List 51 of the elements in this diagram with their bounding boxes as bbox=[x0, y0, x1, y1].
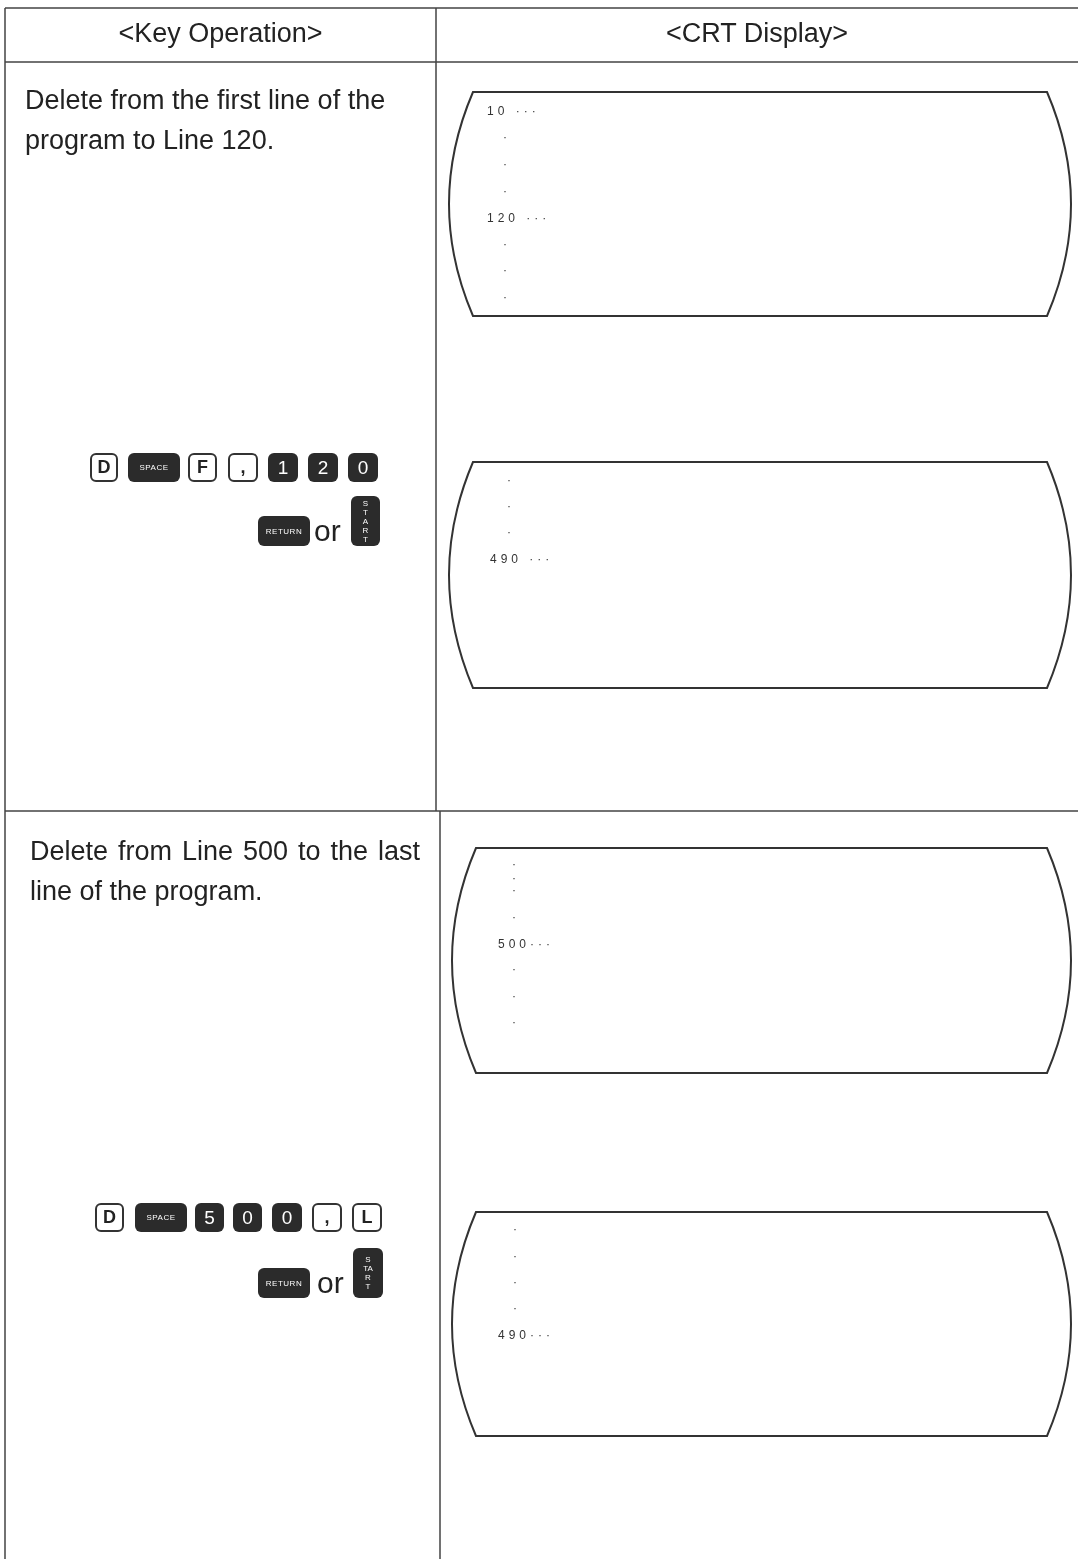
instruction-text: Delete from the first line of the program to Line 120. bbox=[25, 84, 387, 157]
keyboard-key: F bbox=[188, 453, 217, 482]
screen-text: · bbox=[512, 988, 520, 1004]
screen-text: 120 ··· bbox=[487, 210, 551, 226]
keyboard-key: START bbox=[351, 496, 380, 546]
screen-text: · bbox=[503, 262, 511, 278]
screen-text: · bbox=[512, 961, 520, 977]
keyboard-key: D bbox=[95, 1203, 124, 1232]
crt-screen bbox=[450, 846, 1073, 1075]
screen-text: 10 ··· bbox=[487, 103, 540, 119]
keyboard-key: 0 bbox=[348, 453, 378, 482]
keyboard-key: 0 bbox=[233, 1203, 262, 1232]
screen-text: · bbox=[512, 1014, 520, 1030]
keyboard-key: , bbox=[312, 1203, 342, 1232]
screen-text: · bbox=[513, 1274, 521, 1290]
screen-text: · bbox=[513, 1248, 521, 1264]
keyboard-key: SPACE bbox=[135, 1203, 187, 1232]
screen-text: · bbox=[513, 1300, 521, 1316]
screen-text: · bbox=[503, 156, 511, 172]
keyboard-key: RETURN bbox=[258, 516, 310, 546]
screen-text: 490··· bbox=[498, 1327, 554, 1343]
screen-text: · bbox=[503, 183, 511, 199]
instruction-text: Delete from Line 500 to the last line of the program. bbox=[30, 835, 420, 908]
column-header: <CRT Display> bbox=[664, 18, 850, 49]
keyboard-key: D bbox=[90, 453, 118, 482]
screen-text: 500··· bbox=[498, 936, 554, 952]
crt-screen bbox=[447, 460, 1073, 690]
screen-text: · bbox=[503, 289, 511, 305]
screen-text: · bbox=[503, 236, 511, 252]
screen-text: · bbox=[512, 909, 520, 925]
screen-text: · bbox=[512, 856, 520, 872]
keyboard-key: , bbox=[228, 453, 258, 482]
keyboard-key: 5 bbox=[195, 1203, 224, 1232]
screen-text: · bbox=[507, 498, 515, 514]
keyboard-key: L bbox=[352, 1203, 382, 1232]
screen-text: · bbox=[507, 524, 515, 540]
column-header: <Key Operation> bbox=[117, 18, 324, 49]
keyboard-key: RETURN bbox=[258, 1268, 310, 1298]
keyboard-key: 0 bbox=[272, 1203, 302, 1232]
screen-text: 490 ··· bbox=[490, 551, 554, 567]
keyboard-key: START bbox=[353, 1248, 383, 1298]
keyboard-key: 1 bbox=[268, 453, 298, 482]
or-text: or bbox=[317, 1266, 344, 1300]
screen-text: · bbox=[503, 129, 511, 145]
screen-text: · bbox=[507, 472, 515, 488]
crt-screen bbox=[450, 1210, 1073, 1438]
keyboard-key: SPACE bbox=[128, 453, 180, 482]
screen-text: · bbox=[513, 1221, 521, 1237]
or-text: or bbox=[314, 514, 341, 548]
crt-screen bbox=[447, 90, 1073, 318]
keyboard-key: 2 bbox=[308, 453, 338, 482]
